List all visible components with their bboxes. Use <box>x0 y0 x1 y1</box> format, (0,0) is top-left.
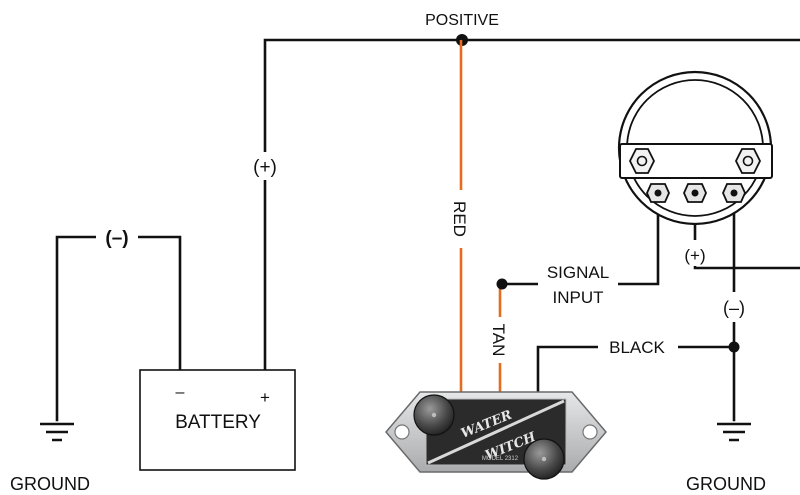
minus-label-right: (–) <box>723 298 745 318</box>
signal-junction <box>496 278 508 290</box>
ground-label-left: GROUND <box>10 474 90 494</box>
sensor-knob-right <box>523 438 565 480</box>
battery-negative-terminal: – <box>176 384 185 401</box>
bracket-nut-right <box>734 148 762 174</box>
gauge <box>617 70 773 226</box>
positive-label: POSITIVE <box>425 12 499 29</box>
gauge-bracket <box>619 143 773 179</box>
gauge-terminal-signal <box>646 183 670 203</box>
minus-label-left: (–) <box>105 228 128 249</box>
mount-hole-right <box>582 424 598 440</box>
model-number: MODEL 2312 <box>482 456 519 462</box>
mount-hole-left <box>394 424 410 440</box>
battery-positive-terminal: + <box>260 388 270 407</box>
ground-symbol-right <box>717 422 751 442</box>
water-witch-device: WATER WITCH MODEL 2312 <box>385 391 607 480</box>
red-label: RED <box>450 201 469 237</box>
ground-symbol-left <box>40 422 74 442</box>
plus-label-left: (+) <box>253 157 277 178</box>
battery: – + BATTERY <box>139 369 296 471</box>
gauge-terminal-positive <box>683 183 707 203</box>
tan-label: TAN <box>489 324 508 357</box>
plus-label-gauge: (+) <box>684 246 705 265</box>
battery-positive-wire <box>263 38 800 372</box>
battery-label: BATTERY <box>175 412 261 433</box>
ground-label-right: GROUND <box>686 474 766 494</box>
signal-label: SIGNAL <box>547 263 609 282</box>
black-label: BLACK <box>609 338 665 357</box>
gauge-terminal-negative <box>722 183 746 203</box>
input-label: INPUT <box>553 288 604 307</box>
sensor-knob-left <box>413 394 455 436</box>
bracket-nut-left <box>628 148 656 174</box>
